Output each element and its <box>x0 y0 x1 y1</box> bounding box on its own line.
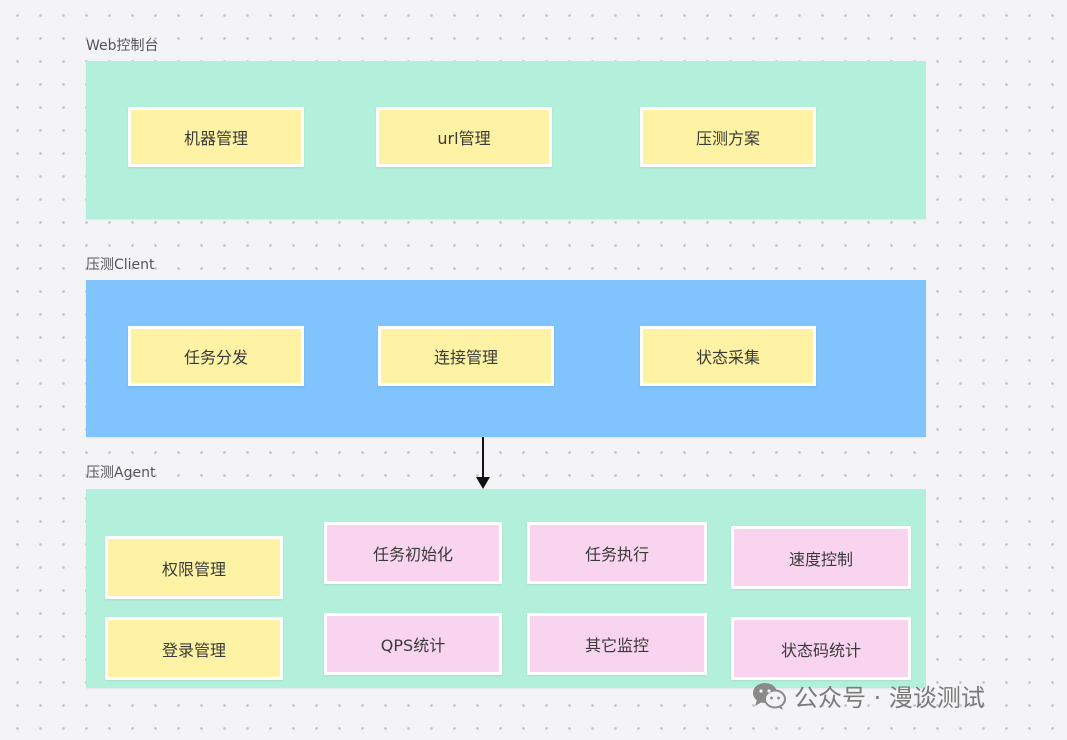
agent-label: 压测Agent <box>86 465 156 481</box>
web-console-panel: 机器管理 url管理 压测方案 <box>86 61 926 219</box>
web-console-label: Web控制台 <box>86 38 159 54</box>
permission-management-box: 权限管理 <box>105 536 283 599</box>
task-execution-box: 任务执行 <box>527 522 707 584</box>
speed-control-box: 速度控制 <box>731 526 911 589</box>
status-code-stats-box: 状态码统计 <box>731 617 911 680</box>
other-monitoring-box: 其它监控 <box>527 613 707 675</box>
task-dispatch-box: 任务分发 <box>128 326 304 386</box>
task-init-box: 任务初始化 <box>324 522 502 584</box>
qps-stats-box: QPS统计 <box>324 613 502 675</box>
client-label: 压测Client <box>86 257 155 273</box>
status-collection-box: 状态采集 <box>640 326 816 386</box>
watermark: 公众号 · 漫谈测试 <box>752 678 985 713</box>
wechat-icon <box>753 682 786 710</box>
login-management-box: 登录管理 <box>105 617 283 680</box>
client-panel: 任务分发 连接管理 状态采集 <box>86 280 926 437</box>
watermark-text: 公众号 · 漫谈测试 <box>794 684 985 712</box>
machine-management-box: 机器管理 <box>128 107 304 167</box>
down-arrow-connector <box>476 437 490 489</box>
agent-panel: 权限管理 登录管理 任务初始化 QPS统计 任务执行 其它监控 速度控制 状态码… <box>86 489 926 688</box>
load-test-plan-box: 压测方案 <box>640 107 816 167</box>
connection-management-box: 连接管理 <box>378 326 554 386</box>
url-management-box: url管理 <box>376 107 552 167</box>
